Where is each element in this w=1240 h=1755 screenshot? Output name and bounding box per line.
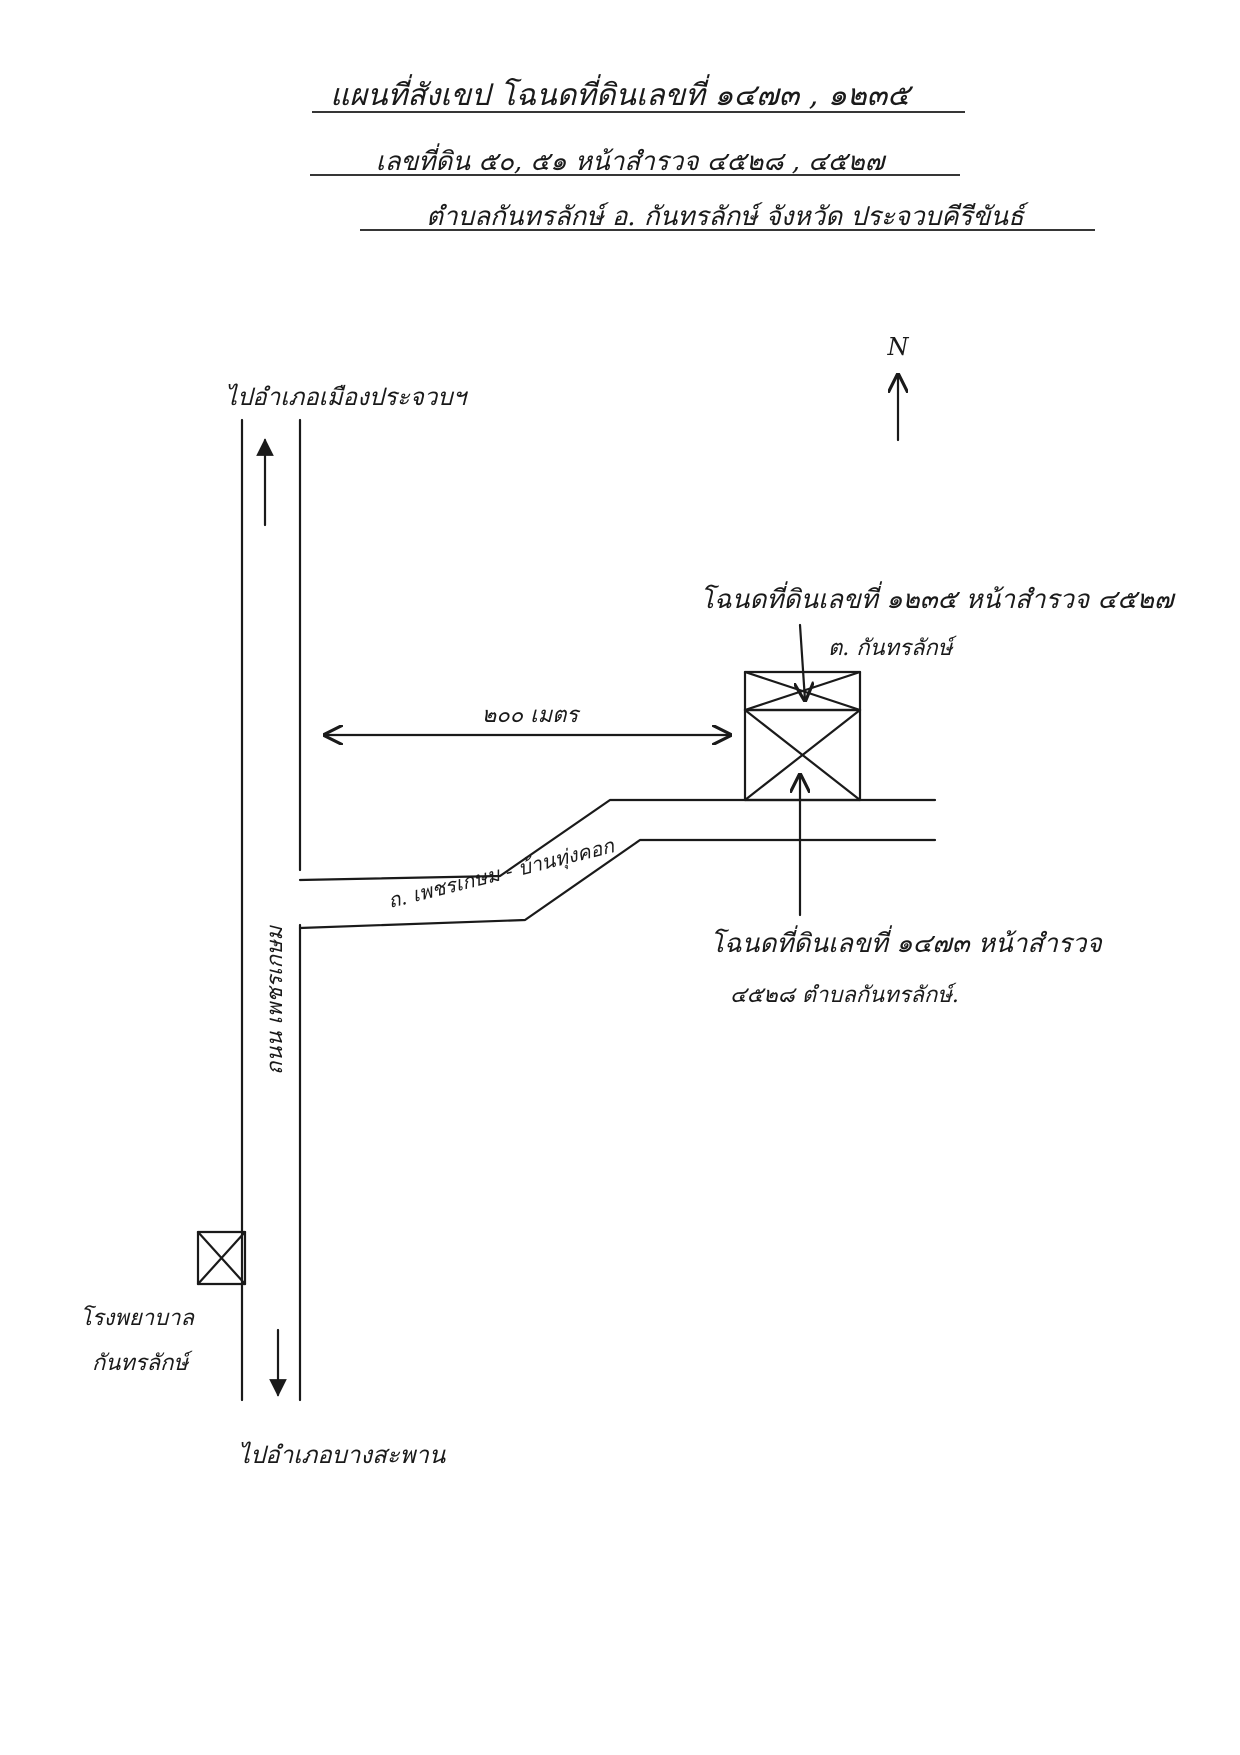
- distance-label: ๒๐๐ เมตร: [482, 703, 582, 728]
- parcel-a-line-2: ต. กันทรลักษ์: [828, 635, 958, 661]
- side-road-label: ถ. เพชรเกษม - บ้านทุ่งคอก: [385, 833, 617, 914]
- north-label: N: [887, 333, 910, 361]
- parcel-a-pointer-icon: [800, 623, 805, 700]
- map-title: แผนที่สังเขป โฉนดที่ดินเลขที่ ๑๔๗๓ , ๑๒๓…: [330, 74, 914, 113]
- parcel-a-line-1: โฉนดที่ดินเลขที่ ๑๒๓๕ หน้าสำรวจ ๔๕๒๗: [700, 581, 1176, 615]
- hospital-box: [196, 1230, 247, 1286]
- landmark-line-2: กันทรลักษ์: [92, 1350, 194, 1376]
- parcel-box: [743, 670, 862, 802]
- landmark-line-1: โรงพยาบาล: [80, 1305, 195, 1331]
- main-road-label: ถนน เพชรเกษม: [263, 924, 288, 1075]
- header-line-2: เลขที่ดิน ๕๐, ๕๑ หน้าสำรวจ ๔๕๒๘ , ๔๕๒๗: [376, 143, 887, 177]
- parcel-b-line-1: โฉนดที่ดินเลขที่ ๑๔๗๓ หน้าสำรวจ: [710, 925, 1103, 959]
- parcel-b-line-2: ๔๕๒๘ ตำบลกันทรลักษ์.: [730, 982, 959, 1008]
- to-south-label: ไปอำเภอบางสะพาน: [238, 1441, 446, 1469]
- to-north-label: ไปอำเภอเมืองประจวบฯ: [225, 383, 469, 411]
- north-arrow-icon: N: [887, 333, 910, 442]
- main-road: [240, 418, 302, 1402]
- header-line-3: ตำบลกันทรลักษ์ อ. กันทรลักษ์ จังหวัด ประ…: [426, 202, 1029, 232]
